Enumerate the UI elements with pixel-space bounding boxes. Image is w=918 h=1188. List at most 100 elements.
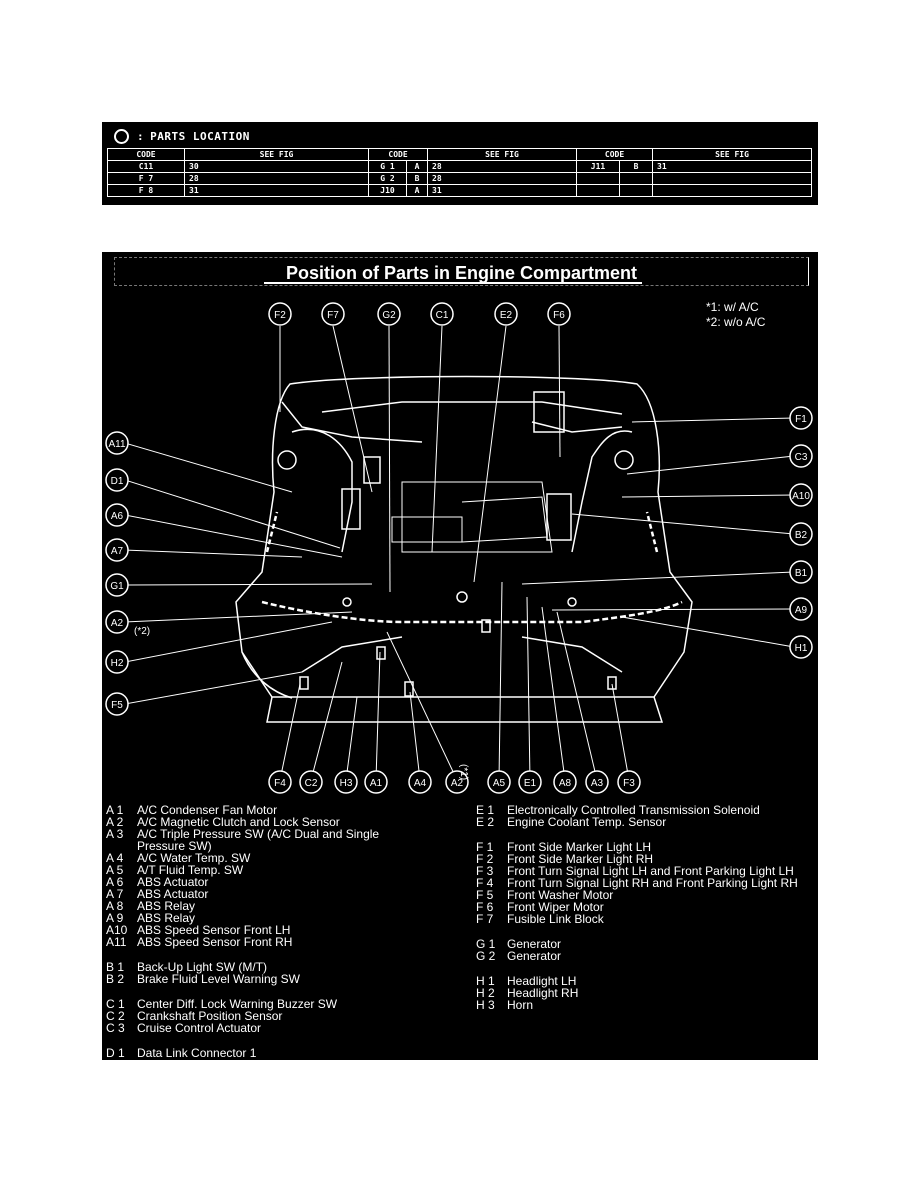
svg-text:H3: H3 — [340, 778, 353, 789]
svg-text:A6: A6 — [111, 511, 124, 522]
diagram-title: Position of Parts in Engine Compartment — [285, 263, 638, 283]
svg-text:A8: A8 — [559, 778, 572, 789]
svg-text:F6: F6 — [553, 310, 565, 321]
svg-text:F2: F2 — [274, 310, 286, 321]
svg-text:A10: A10 — [792, 491, 810, 502]
table-row: F 7 28 G 2 B 28 — [107, 172, 813, 185]
see-fig-table: CODE SEE FIG CODE SEE FIG CODE SEE FIG C… — [107, 148, 813, 197]
svg-text:E2: E2 — [500, 310, 513, 321]
callout-a5: A5 — [487, 770, 511, 794]
leader-lines — [124, 325, 795, 781]
fig-cell: 31 — [184, 184, 369, 197]
svg-text:A4: A4 — [414, 778, 427, 789]
svg-text:A2: A2 — [451, 778, 464, 789]
svg-text:A7: A7 — [111, 546, 124, 557]
column-header: SEE FIG — [427, 148, 578, 161]
table-header-row: CODE SEE FIG CODE SEE FIG CODE SEE FIG — [107, 148, 813, 161]
parts-location-title: PARTS LOCATION — [150, 129, 250, 143]
note-with-ac: *1: w/ A/C — [706, 300, 759, 314]
callout-c2: C2 — [299, 770, 323, 794]
callout-b2: B2 — [789, 522, 813, 546]
callout-h2: H2 — [105, 650, 129, 674]
svg-text:F5: F5 — [111, 700, 123, 711]
code-suffix-cell: B — [405, 172, 429, 185]
callout-f1: F1 — [789, 406, 813, 430]
callout-f2: F2 — [268, 302, 292, 326]
svg-text:F7: F7 — [327, 310, 339, 321]
svg-text:A1: A1 — [370, 778, 383, 789]
svg-text:A9: A9 — [795, 605, 808, 616]
fig-cell: 28 — [184, 172, 369, 185]
callout-a2-bottom: A2 — [445, 770, 469, 794]
callout-h1: H1 — [789, 635, 813, 659]
callout-b1: B1 — [789, 560, 813, 584]
callout-c3: C3 — [789, 444, 813, 468]
callout-h3: H3 — [334, 770, 358, 794]
fig-cell: 30 — [184, 160, 369, 173]
column-header: SEE FIG — [652, 148, 813, 161]
code-suffix-cell: A — [405, 160, 429, 173]
engine-drawing: F2 F7 G2 C1 E2 F6 A11 D1 A6 A7 G1 A2 H2 … — [105, 302, 813, 794]
svg-text:A3: A3 — [591, 778, 604, 789]
circle-icon — [114, 128, 129, 144]
callout-a4: A4 — [408, 770, 432, 794]
callouts: F2 F7 G2 C1 E2 F6 A11 D1 A6 A7 G1 A2 H2 … — [105, 302, 813, 794]
parts-location-header: : PARTS LOCATION — [114, 126, 250, 146]
code-cell: J11 — [576, 160, 621, 173]
note-a2-without-ac: (*2) — [134, 626, 150, 637]
note-a2-with-ac: (*1) — [458, 764, 469, 780]
svg-text:G1: G1 — [110, 581, 124, 592]
callout-g1: G1 — [105, 573, 129, 597]
callout-a6: A6 — [105, 503, 129, 527]
svg-text:H2: H2 — [111, 658, 124, 669]
callout-a8: A8 — [553, 770, 577, 794]
engine-outline — [235, 375, 693, 723]
column-header: CODE — [367, 148, 429, 161]
svg-text:G2: G2 — [382, 310, 396, 321]
svg-text:H1: H1 — [795, 643, 808, 654]
svg-text:F4: F4 — [274, 778, 286, 789]
callout-e2: E2 — [494, 302, 518, 326]
fig-cell — [652, 184, 813, 197]
svg-text:C2: C2 — [305, 778, 318, 789]
svg-text:A2: A2 — [111, 618, 124, 629]
svg-text:B2: B2 — [795, 530, 808, 541]
fig-cell — [652, 172, 813, 185]
title-underline — [264, 282, 642, 284]
code-suffix-cell — [619, 172, 654, 185]
svg-text:D1: D1 — [111, 476, 124, 487]
parts-location-table: : PARTS LOCATION CODE SEE FIG CODE SEE F… — [102, 122, 818, 205]
code-suffix-cell: B — [619, 160, 654, 173]
fig-cell: 28 — [427, 172, 578, 185]
code-cell — [576, 184, 621, 197]
callout-f3: F3 — [617, 770, 641, 794]
svg-text:A11: A11 — [108, 439, 125, 450]
callout-e1: E1 — [518, 770, 542, 794]
callout-f5: F5 — [105, 692, 129, 716]
fig-cell: 28 — [427, 160, 578, 173]
code-cell: F 7 — [107, 172, 185, 185]
code-suffix-cell — [619, 184, 654, 197]
svg-text:C3: C3 — [795, 452, 808, 463]
